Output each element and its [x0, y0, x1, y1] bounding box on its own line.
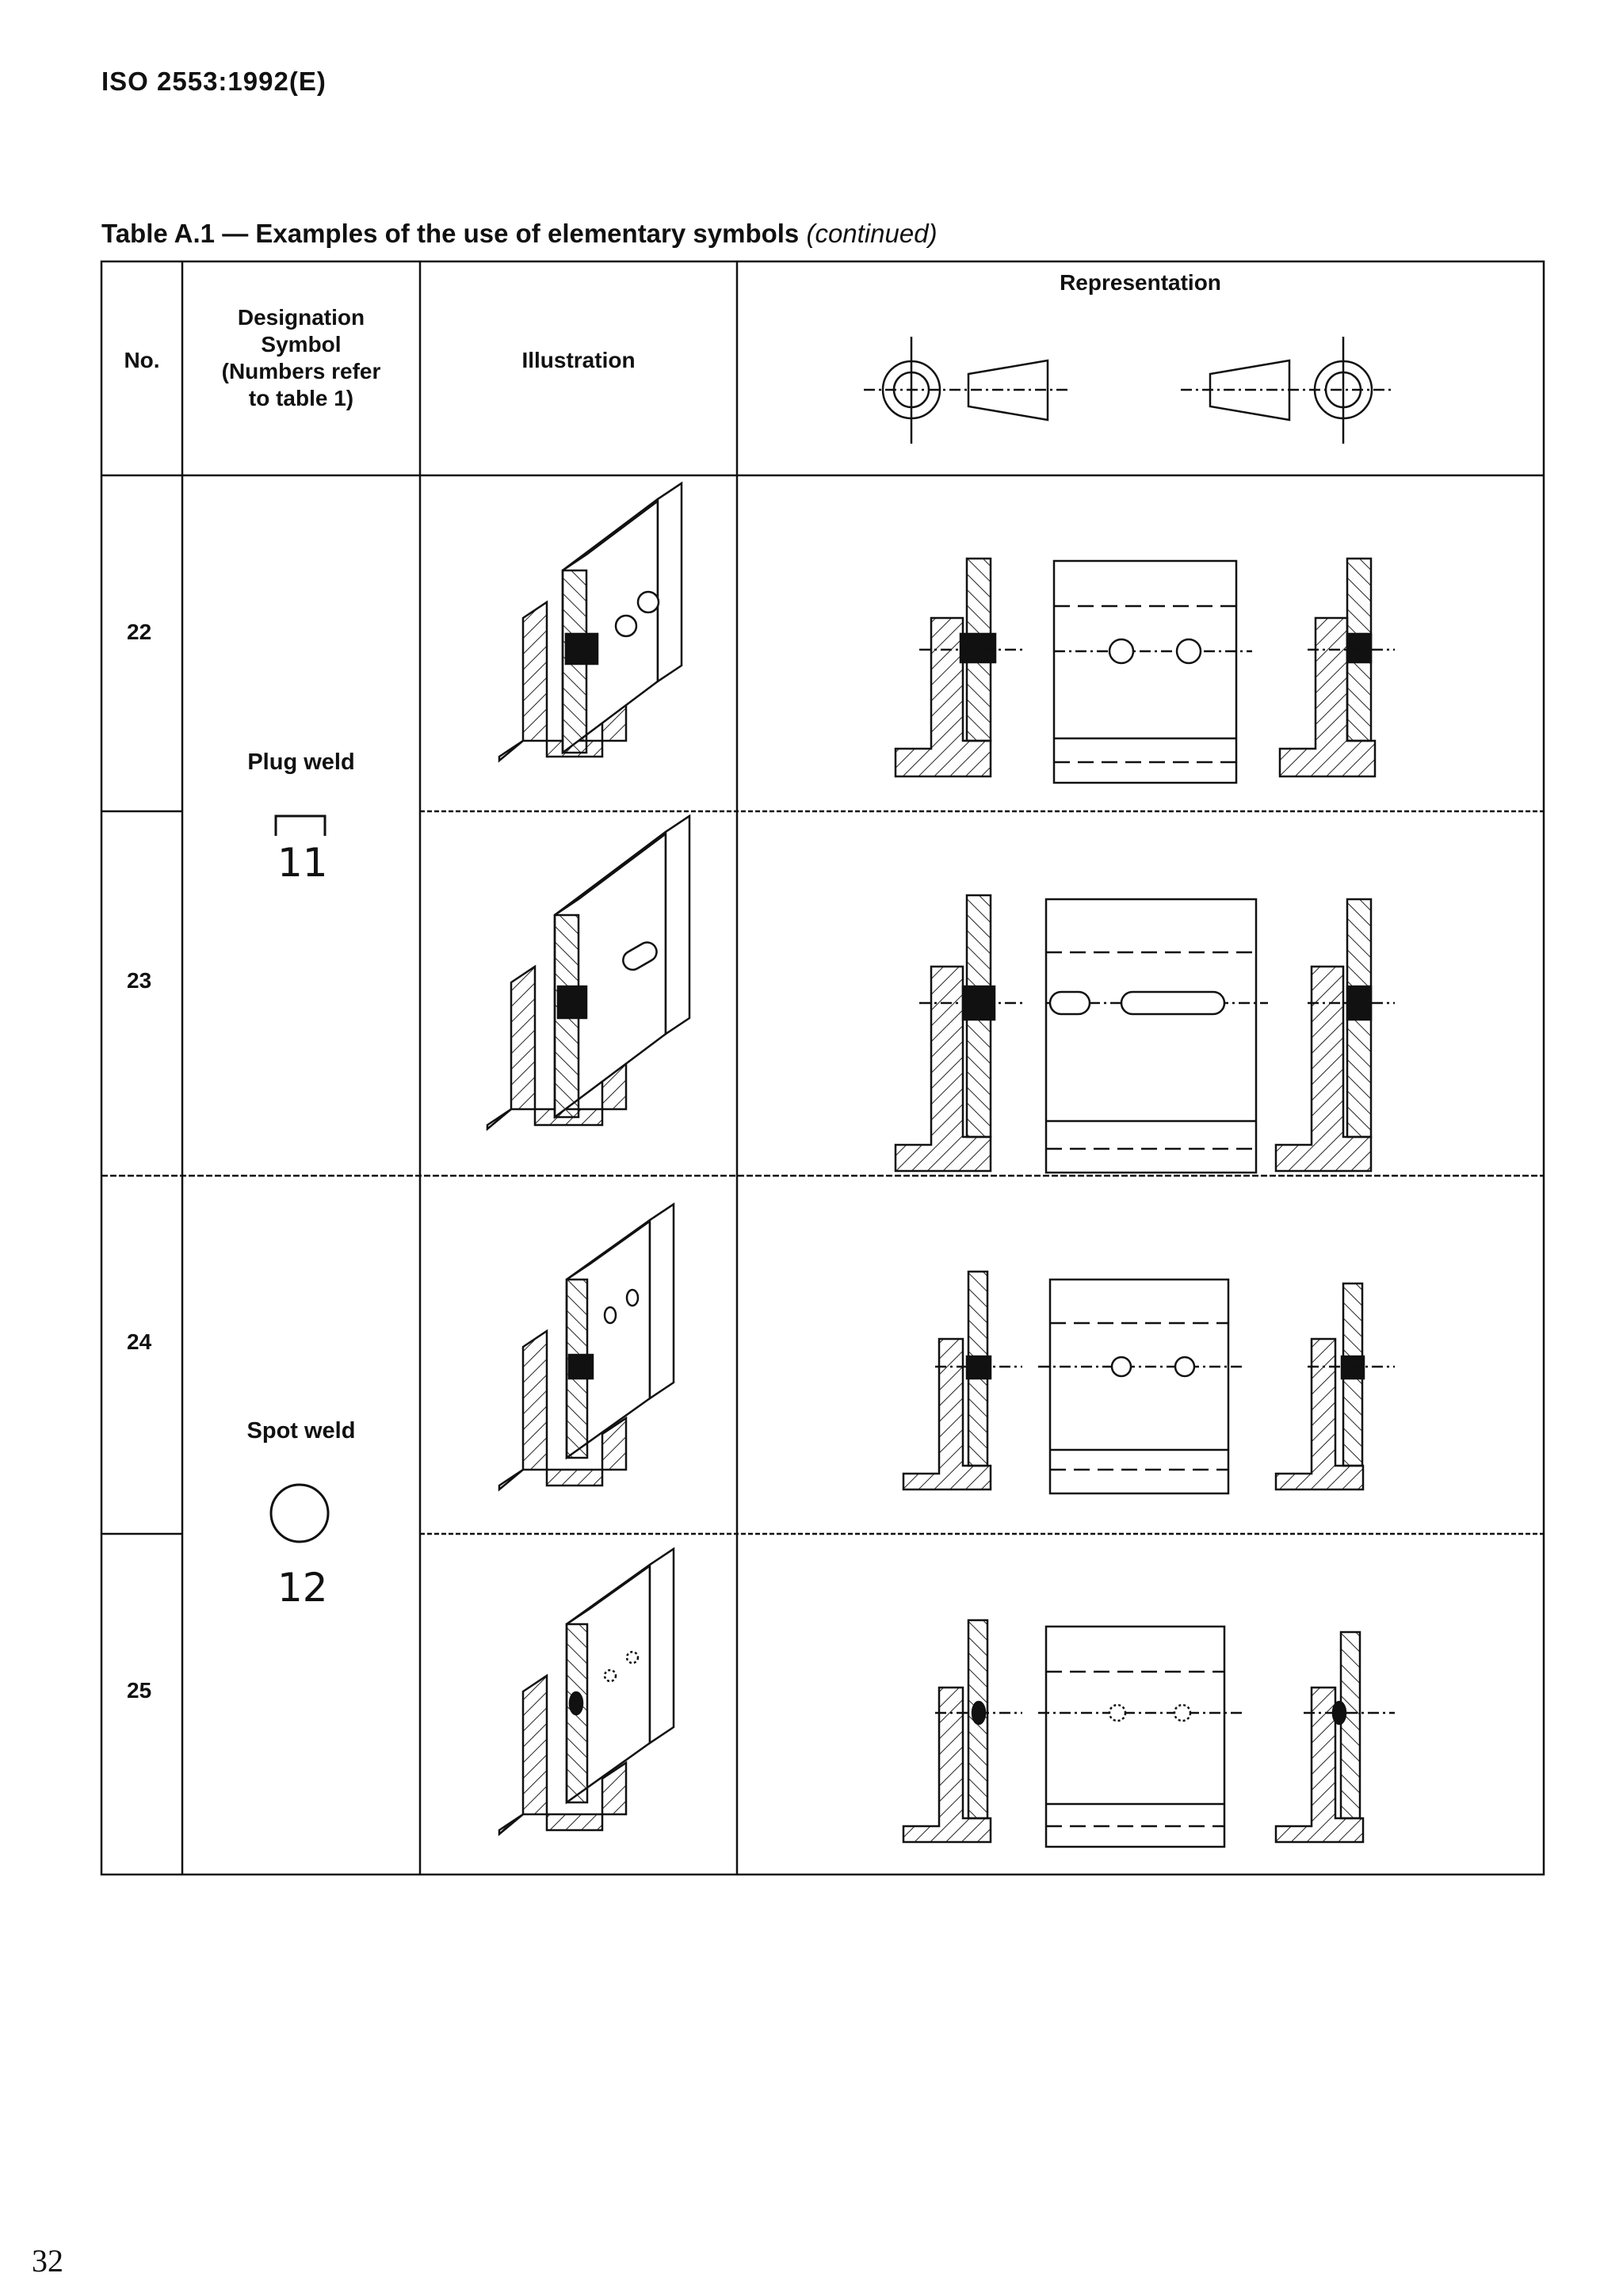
page-number: 32: [32, 2243, 63, 2279]
designation-header-line-2: Symbol: [261, 332, 342, 357]
designation-spot-weld: Spot weld: [246, 1418, 356, 1444]
standard-reference: ISO 2553:1992(E): [101, 67, 327, 96]
designation-plug-weld: Plug weld: [247, 749, 355, 775]
column-header-no: No.: [124, 348, 160, 372]
designation-header-line-1: Designation: [237, 305, 365, 330]
row-number-25: 25: [127, 1678, 152, 1703]
designation-header-line-3: (Numbers refer: [221, 359, 381, 383]
symbol-number-12: 12: [277, 1565, 328, 1611]
column-header-illustration: Illustration: [521, 348, 636, 372]
column-header-representation: Representation: [1060, 270, 1221, 295]
plug-weld-symbol-icon: [274, 814, 327, 836]
table-caption: Table A.1 — Examples of the use of eleme…: [101, 219, 938, 249]
row-number-23: 23: [127, 968, 152, 993]
table-caption-continued: (continued): [806, 219, 938, 248]
row-23-drawings: [486, 814, 1395, 1174]
row-22-drawings: [498, 481, 1395, 784]
representation-header-symbols: [864, 337, 1395, 444]
row-number-24: 24: [127, 1329, 152, 1354]
row-24-drawings: [498, 1202, 1395, 1495]
spot-weld-symbol-icon: [269, 1483, 330, 1543]
row-number-22: 22: [127, 620, 152, 644]
table-caption-main: Table A.1 — Examples of the use of eleme…: [101, 219, 800, 248]
column-header-designation: Designation Symbol (Numbers refer to tab…: [182, 304, 420, 412]
symbol-number-11: 11: [277, 840, 328, 886]
row-25-drawings: [498, 1547, 1395, 1848]
designation-header-line-4: to table 1): [248, 386, 354, 410]
